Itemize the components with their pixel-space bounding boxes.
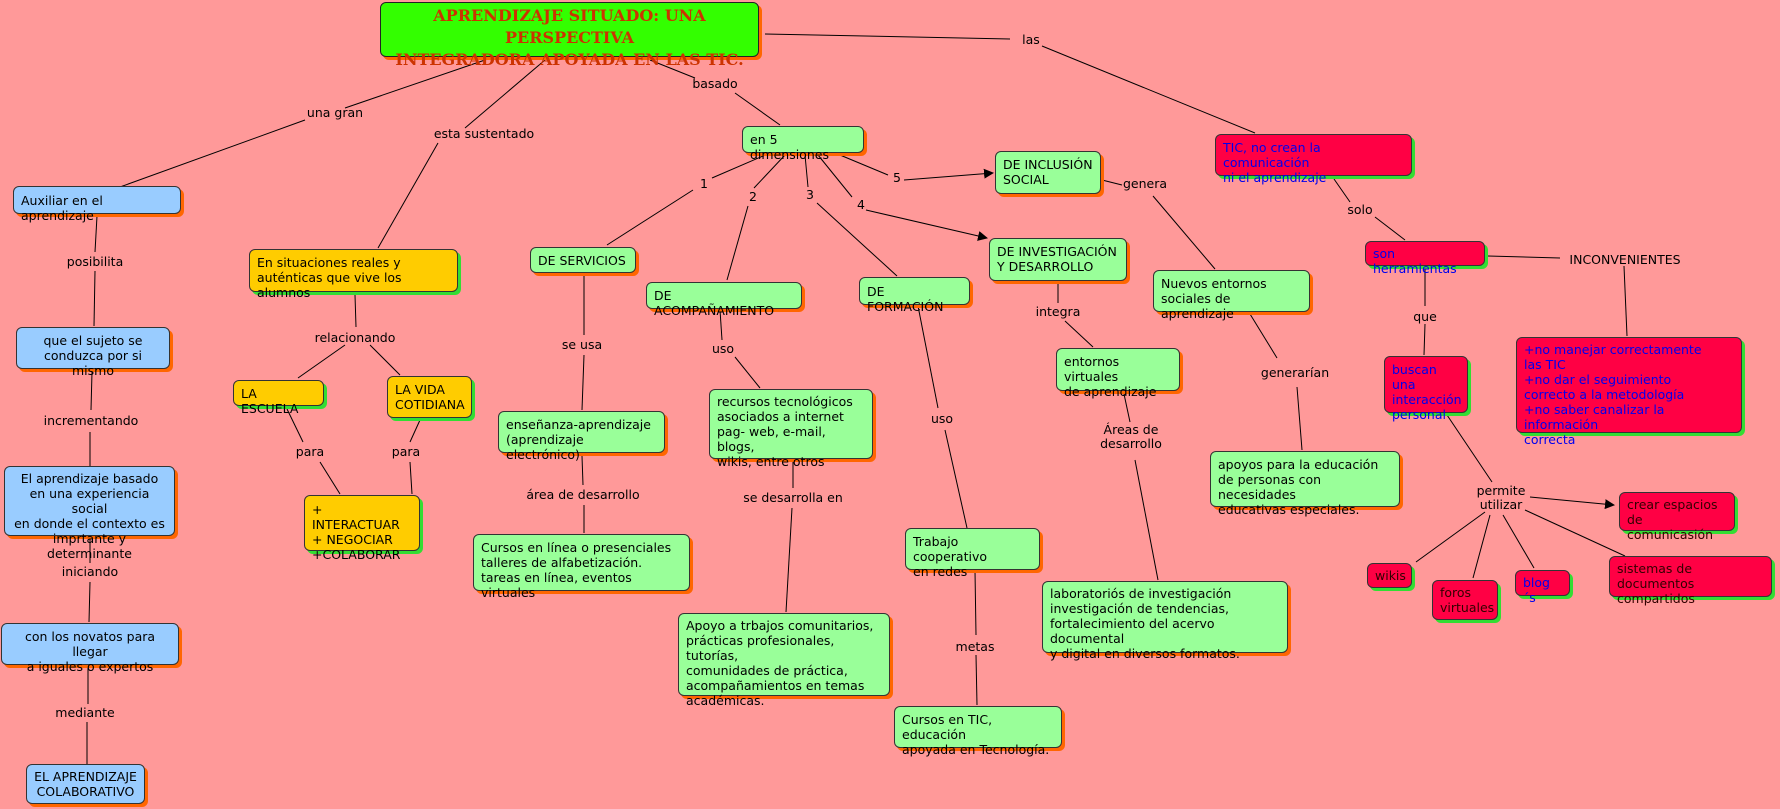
node-foros-virtuales[interactable]: foros virtuales	[1432, 580, 1498, 620]
node-apoyo-trabajos[interactable]: Apoyo a trbajos comunitarios, prácticas …	[678, 613, 890, 708]
node-blogs[interactable]: blog ´s	[1515, 570, 1570, 605]
node-de-inclusion-social[interactable]: DE INCLUSIÓN SOCIAL	[995, 151, 1101, 194]
node-cursos-tic[interactable]: Cursos en TIC, educación apoyada en Tecn…	[894, 706, 1062, 757]
node-cursos-en-linea[interactable]: Cursos en línea o presenciales talleres …	[473, 534, 690, 600]
label-las: las	[1022, 32, 1040, 47]
label-una-gran: una gran	[306, 105, 364, 120]
node-la-escuela[interactable]: LA ESCUELA	[233, 380, 324, 416]
label-uso-formacion: uso	[930, 411, 954, 426]
node-ensenanza-aprendizaje[interactable]: enseñanza-aprendizaje (aprendizaje elect…	[498, 411, 665, 462]
node-aprendizaje-basado[interactable]: El aprendizaje basado en una experiencia…	[4, 466, 175, 561]
label-area-desarrollo: área de desarrollo	[526, 487, 640, 502]
node-entornos-virtuales[interactable]: entornos virtuales de aprendizaje	[1056, 348, 1180, 399]
node-auxiliar[interactable]: Auxiliar en el aprendizaje	[13, 186, 181, 223]
label-iniciando: iniciando	[61, 564, 119, 579]
label-integra: integra	[1035, 304, 1081, 319]
label-se-desarrolla-en: se desarrolla en	[743, 490, 843, 505]
node-novatos[interactable]: con los novatos para llegar a iguales o …	[1, 623, 179, 674]
node-recursos-tecnologicos[interactable]: recursos tecnológicos asociados a intern…	[709, 389, 873, 469]
label-uso-acompanamiento: uso	[711, 341, 735, 356]
label-areas-de-desarrollo: Áreas de desarrollo	[1100, 422, 1162, 451]
node-trabajo-cooperativo[interactable]: Trabajo cooperativo en redes	[905, 528, 1040, 579]
node-de-formacion[interactable]: DE FORMACIÓN	[859, 277, 970, 314]
label-para-escuela: para	[295, 444, 325, 459]
node-son-herramientas[interactable]: son herramientas	[1365, 241, 1485, 276]
label-permite-utilizar: permite utilizar	[1476, 483, 1526, 512]
label-metas: metas	[955, 639, 995, 654]
label-dim-2: 2	[749, 189, 757, 204]
label-que: que	[1413, 309, 1437, 324]
title-node[interactable]: APRENDIZAJE SITUADO: UNA PERSPECTIVA INT…	[380, 2, 759, 69]
node-inconvenientes-lista[interactable]: +no manejar correctamente las TIC +no da…	[1516, 337, 1742, 447]
label-inconvenientes: INCONVENIENTES	[1569, 252, 1681, 267]
label-genera: genera	[1122, 176, 1168, 191]
node-interactuar[interactable]: + INTERACTUAR + NEGOCIAR +COLABORAR	[304, 495, 420, 562]
node-de-investigacion[interactable]: DE INVESTIGACIÓN Y DESARROLLO	[989, 238, 1127, 281]
node-de-servicios[interactable]: DE SERVICIOS	[530, 247, 636, 273]
node-nuevos-entornos[interactable]: Nuevos entornos sociales de aprendizaje	[1153, 270, 1310, 321]
label-dim-4: 4	[857, 197, 865, 212]
node-laboratorios[interactable]: laboratoriós de investigación investigac…	[1042, 581, 1288, 661]
label-generarian: generarían	[1260, 365, 1330, 380]
label-se-usa: se usa	[561, 337, 603, 352]
node-tic-no-crean[interactable]: TIC, no crean la comunicación ni el apre…	[1215, 134, 1412, 185]
node-crear-espacios[interactable]: crear espacios de comunicasión	[1619, 492, 1735, 542]
node-5-dimensiones[interactable]: en 5 dimensiones	[742, 126, 864, 162]
node-aprendizaje-colaborativo[interactable]: EL APRENDIZAJE COLABORATIVO	[26, 764, 145, 804]
node-wikis[interactable]: wikis	[1367, 563, 1412, 588]
node-buscan-interaccion[interactable]: buscan una interacción personal	[1384, 356, 1468, 422]
label-posibilita: posibilita	[66, 254, 124, 269]
node-sujeto[interactable]: que el sujeto se conduzca por si mismo	[16, 327, 170, 378]
node-situaciones[interactable]: En situaciones reales y auténticas que v…	[249, 249, 458, 300]
node-apoyos-educacion[interactable]: apoyos para la educación de personas con…	[1210, 451, 1400, 517]
node-de-acompanamiento[interactable]: DE ACOMPAÑAMIENTO	[646, 282, 802, 318]
node-sistemas-documentos[interactable]: sistemas de documentos compartidos	[1609, 556, 1772, 606]
label-esta-sustentado: esta sustentado	[433, 126, 535, 141]
label-dim-5: 5	[893, 170, 901, 185]
label-relacionando: relacionando	[314, 330, 396, 345]
label-incrementando: incrementando	[43, 413, 139, 428]
label-basado: basado	[692, 76, 738, 91]
label-dim-1: 1	[700, 176, 708, 191]
label-dim-3: 3	[806, 187, 814, 202]
label-mediante: mediante	[55, 705, 115, 720]
label-solo: solo	[1347, 202, 1373, 217]
node-la-vida-cotidiana[interactable]: LA VIDA COTIDIANA	[387, 376, 472, 418]
label-para-vida: para	[391, 444, 421, 459]
